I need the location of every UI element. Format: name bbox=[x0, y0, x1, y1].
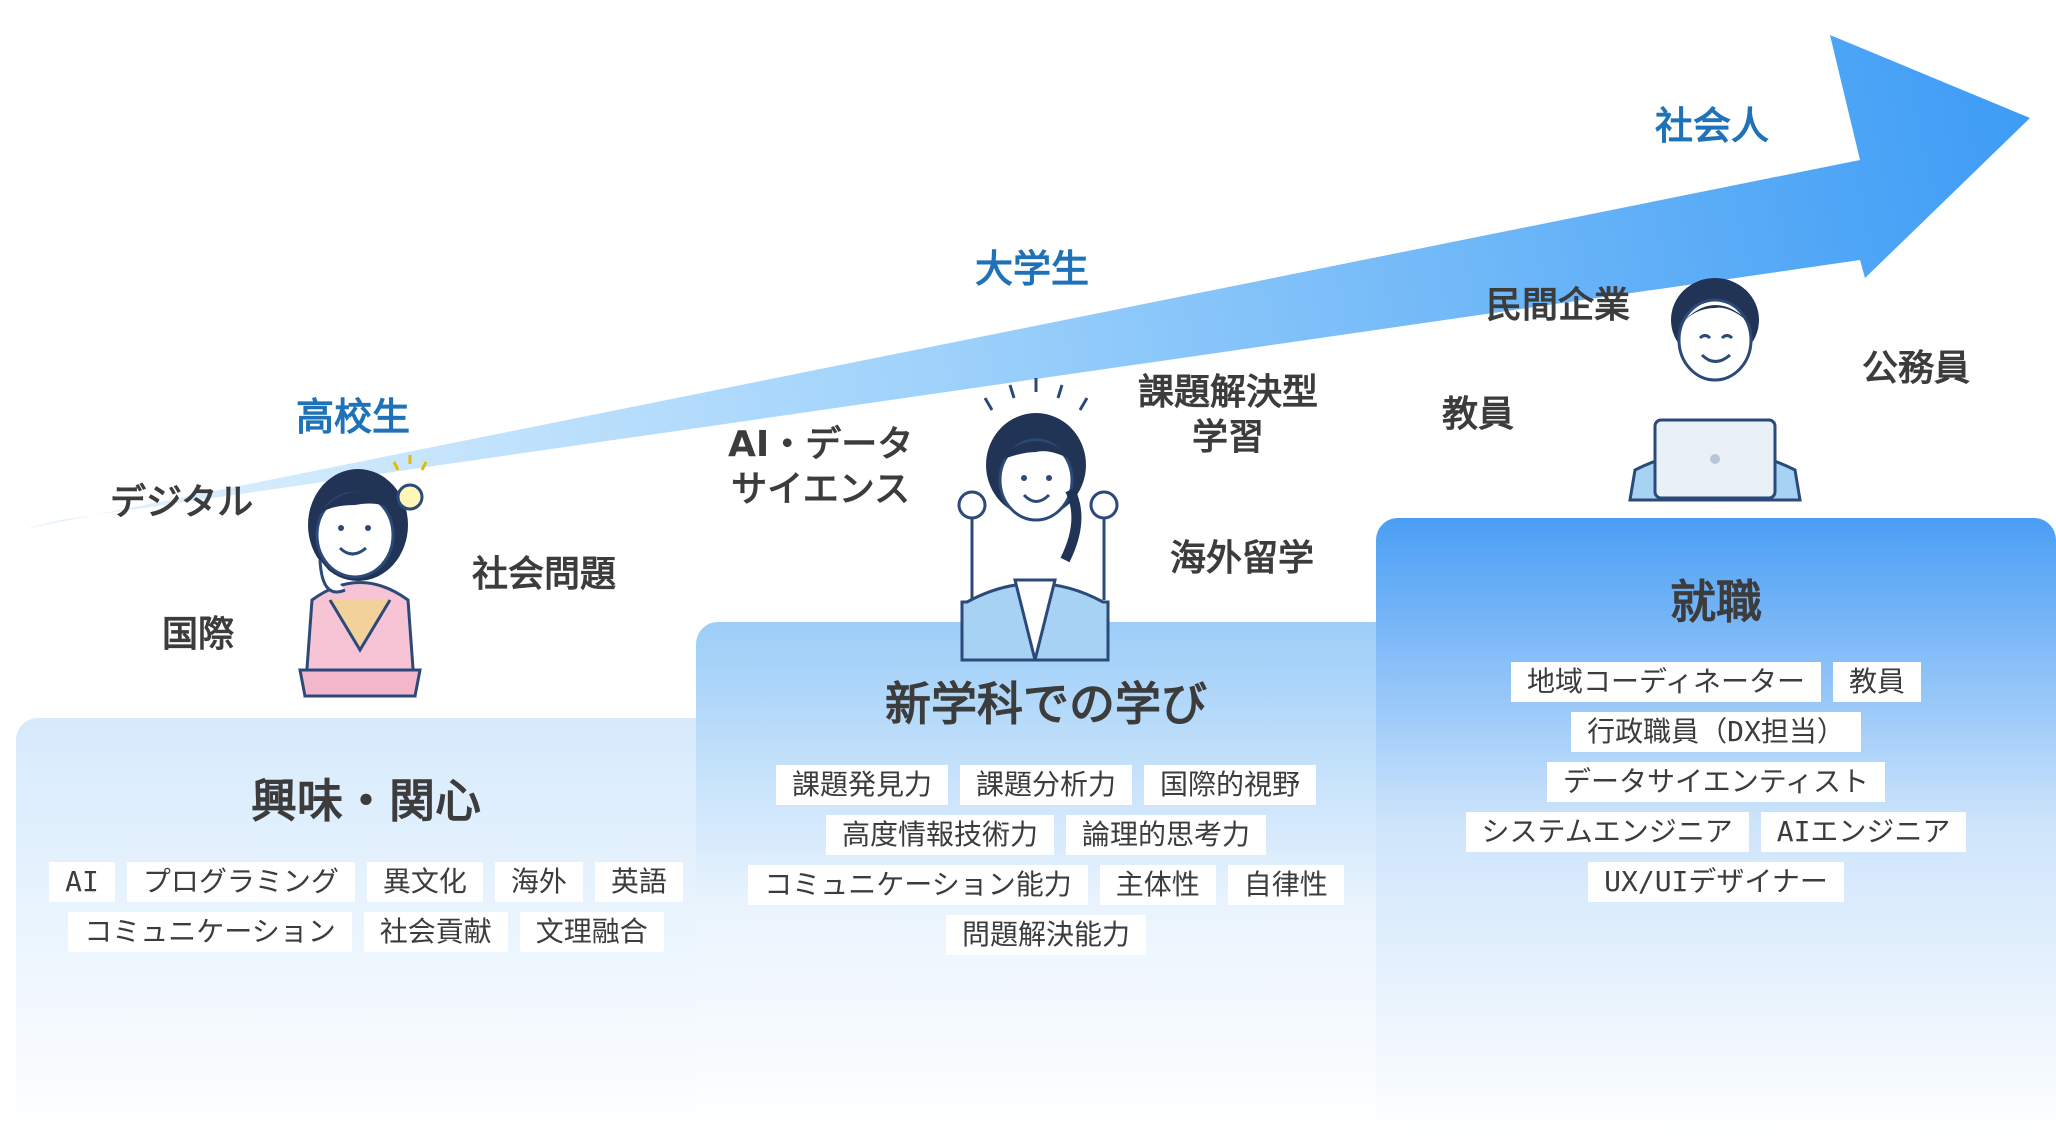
tag: 問題解決能力 bbox=[945, 915, 1146, 955]
tag: AIエンジニア bbox=[1760, 812, 1967, 852]
tag: 教員 bbox=[1833, 662, 1922, 702]
high-school-student-illustration bbox=[298, 455, 428, 698]
tag: 高度情報技術力 bbox=[825, 815, 1054, 855]
stage-label-high-school: 高校生 bbox=[296, 395, 411, 439]
tag: 自律性 bbox=[1227, 865, 1344, 905]
block-career-title: 就職 bbox=[1670, 575, 1762, 629]
block-interest-tags: AI プログラミング異文化海外英語コミュニケーション社会貢献文理融合 bbox=[36, 862, 696, 952]
block-learning-title: 新学科での学び bbox=[885, 677, 1207, 731]
keyword-ai-data-science: AI・データ サイエンス bbox=[728, 422, 913, 512]
keyword-private-company: 民間企業 bbox=[1486, 285, 1631, 326]
keyword-ai-data-line1: AI・データ bbox=[728, 424, 914, 465]
tag: 課題分析力 bbox=[959, 765, 1132, 805]
tag: コミュニケーション bbox=[68, 912, 352, 952]
stage-label-worker: 社会人 bbox=[1655, 104, 1770, 148]
tag: 文理融合 bbox=[519, 912, 664, 952]
keyword-digital: デジタル bbox=[110, 482, 254, 523]
block-learning-tags: 課題発見力課題分析力国際的視野高度情報技術力論理的思考力コミュニケーション能力主… bbox=[726, 765, 1366, 955]
tag: 主体性 bbox=[1099, 865, 1216, 905]
block-interest-title: 興味・関心 bbox=[251, 774, 481, 828]
tag: 論理的思考力 bbox=[1066, 815, 1267, 855]
tag: 国際的視野 bbox=[1144, 765, 1317, 805]
keyword-teacher: 教員 bbox=[1442, 394, 1515, 435]
tag: 課題発見力 bbox=[775, 765, 948, 805]
keyword-international: 国際 bbox=[162, 614, 235, 655]
tag: コミュニケーション能力 bbox=[748, 865, 1088, 905]
keyword-social-issues: 社会問題 bbox=[472, 554, 617, 595]
tag: 行政職員（DX担当） bbox=[1571, 712, 1861, 752]
block-career-tags: 地域コーディネーター教員行政職員（DX担当） データサイエンティストシステムエンジ… bbox=[1406, 662, 2026, 902]
tag: 英語 bbox=[594, 862, 683, 902]
tag: プログラミング bbox=[126, 862, 355, 902]
tag: データサイエンティスト bbox=[1546, 762, 1886, 802]
keyword-ai-data-line2: サイエンス bbox=[731, 469, 911, 510]
worker-illustration bbox=[1628, 278, 1802, 502]
keyword-study-abroad: 海外留学 bbox=[1170, 538, 1315, 579]
tag: AI bbox=[49, 862, 115, 902]
keyword-project-based-learning: 課題解決型 学習 bbox=[1138, 370, 1318, 460]
keyword-pbl-line1: 課題解決型 bbox=[1138, 372, 1319, 413]
tag: UX/UIデザイナー bbox=[1588, 862, 1844, 902]
stage-label-university: 大学生 bbox=[975, 247, 1090, 291]
growth-arrow bbox=[20, 35, 2030, 530]
tag: 社会貢献 bbox=[363, 912, 508, 952]
tag: 地域コーディネーター bbox=[1510, 662, 1822, 702]
university-student-illustration bbox=[957, 378, 1119, 662]
tag: 異文化 bbox=[366, 862, 483, 902]
keyword-civil-servant: 公務員 bbox=[1862, 348, 1971, 389]
keyword-pbl-line2: 学習 bbox=[1192, 417, 1265, 458]
tag: システムエンジニア bbox=[1465, 812, 1749, 852]
tag: 海外 bbox=[494, 862, 583, 902]
